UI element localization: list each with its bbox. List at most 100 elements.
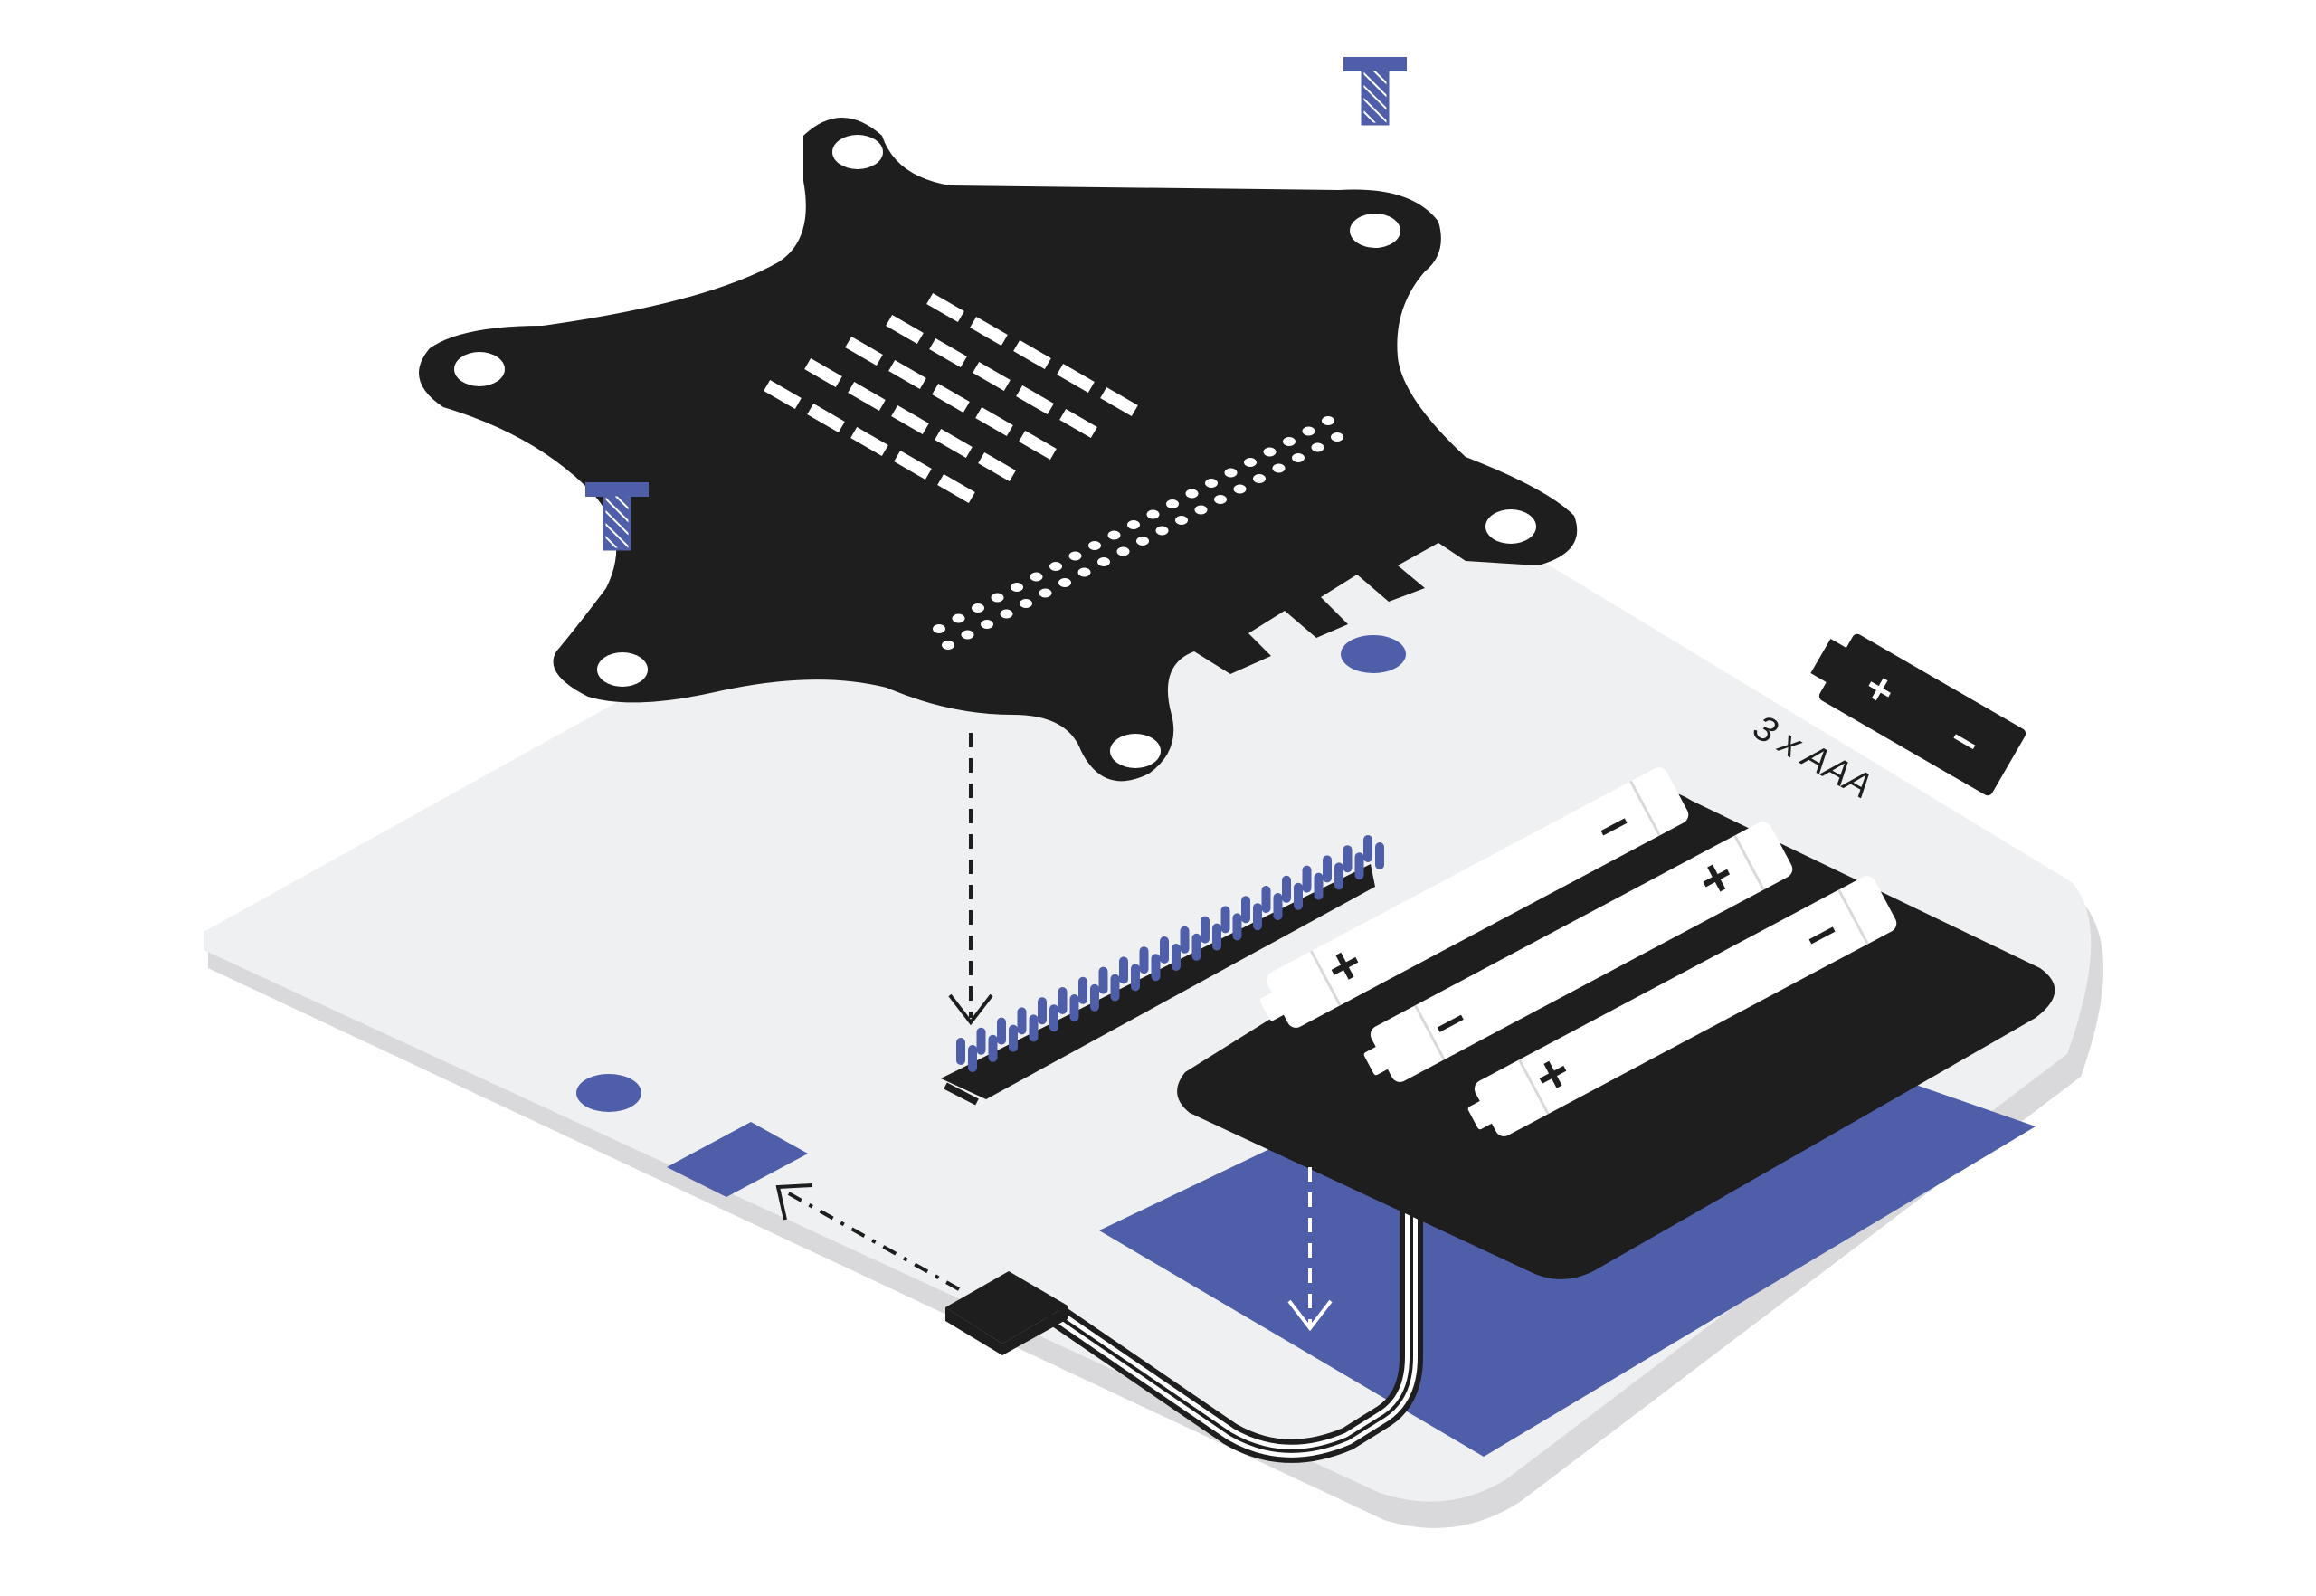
pin-hole — [1127, 520, 1140, 529]
pin-hole — [1049, 562, 1062, 571]
led — [804, 357, 842, 388]
led — [970, 316, 1008, 347]
pin-hole — [1000, 609, 1013, 619]
microbit-board — [419, 118, 1578, 782]
connector-pin — [1058, 987, 1079, 1021]
connector-pin — [976, 1027, 998, 1062]
battery-cable — [1047, 1192, 1423, 1463]
connector-pin — [1160, 936, 1181, 971]
edge-connector — [941, 835, 1384, 1106]
pin-hole — [1311, 442, 1324, 452]
led — [1019, 430, 1057, 461]
pin-hole — [1058, 578, 1071, 587]
pin-hole — [1322, 416, 1334, 425]
led — [937, 473, 975, 504]
pin-hole — [1272, 463, 1286, 473]
pin-hole — [1244, 458, 1257, 467]
led — [845, 336, 883, 366]
power-socket-pad — [667, 1122, 808, 1197]
connector-pin — [1139, 946, 1161, 982]
arrow-holder-to-base — [1287, 1167, 1333, 1332]
led-matrix — [764, 292, 1138, 504]
board-hole — [597, 652, 648, 687]
pin-hole — [1185, 489, 1199, 499]
pin-hole — [1253, 474, 1266, 483]
led — [850, 426, 888, 457]
mounting-hole-marker — [576, 1074, 641, 1112]
led — [888, 359, 926, 390]
pin-hole — [1292, 453, 1305, 462]
pin-hole — [1194, 505, 1208, 515]
led — [894, 450, 932, 480]
pin-hole — [981, 620, 993, 629]
led — [932, 383, 970, 413]
pin-hole — [1136, 537, 1149, 546]
led — [848, 381, 886, 412]
mounting-hole-marker — [1341, 635, 1406, 673]
pin-hole — [972, 603, 984, 613]
led — [1057, 363, 1095, 394]
pin-hole — [1097, 557, 1110, 566]
connector-pin — [956, 1038, 977, 1072]
pin-hole — [1020, 599, 1032, 608]
pin-hole — [1107, 530, 1121, 540]
screw-icon — [585, 482, 649, 551]
connector-pin — [1343, 845, 1364, 880]
connector-pin — [1180, 926, 1201, 961]
connector-pin — [1323, 855, 1343, 890]
arrow-plug-to-socket — [775, 1183, 960, 1291]
board-hole — [1110, 734, 1161, 768]
pin-hole — [1068, 551, 1082, 561]
pin-hole — [952, 613, 965, 623]
aaa-cell: +– — [1259, 767, 1689, 1028]
battery-holder: +––++– — [1177, 767, 2055, 1279]
jst-plug — [945, 1271, 1068, 1355]
pin-hole — [1263, 447, 1277, 457]
pin-hole — [1224, 468, 1238, 478]
pin-hole — [1155, 526, 1169, 536]
led — [807, 403, 845, 433]
pin-hole — [1302, 426, 1315, 436]
connector-pin — [1201, 916, 1221, 951]
pin-hole — [1233, 484, 1247, 494]
led — [1013, 339, 1051, 370]
pin-hole — [1146, 509, 1160, 519]
led — [926, 292, 964, 323]
board-hole — [1485, 509, 1536, 544]
led — [935, 428, 973, 459]
led — [886, 314, 924, 345]
led — [929, 337, 967, 368]
connector-pin — [1119, 956, 1140, 992]
led — [978, 451, 1016, 482]
led — [891, 404, 929, 435]
arrow-board-to-connector — [948, 733, 993, 1026]
pin-hole — [1039, 588, 1052, 598]
connector-pin — [1038, 997, 1058, 1032]
pin-hole — [933, 624, 945, 633]
pin-hole — [1030, 572, 1043, 582]
pin-hole — [1175, 516, 1188, 525]
board-hole — [832, 135, 883, 169]
board-hole — [1350, 214, 1400, 248]
pin-hole — [1283, 437, 1296, 446]
led — [1059, 408, 1097, 439]
connector-pin — [1302, 865, 1324, 900]
connector-pin — [1241, 896, 1262, 931]
pin-hole — [1011, 583, 1023, 592]
pin-hole — [991, 593, 1004, 603]
led — [764, 379, 802, 410]
aaa-cell: +– — [1467, 876, 1897, 1136]
led — [1016, 385, 1054, 415]
screw-icon — [1343, 57, 1407, 126]
connector-pin — [1282, 875, 1303, 910]
led — [975, 406, 1013, 437]
led — [1100, 386, 1138, 417]
pin-hole — [961, 630, 974, 640]
pin-holes — [933, 416, 1343, 650]
pin-hole — [942, 641, 954, 650]
connector-pin — [1363, 835, 1384, 869]
battery-icon: + – — [1810, 633, 2026, 796]
connector-pin — [1017, 1007, 1039, 1042]
pin-hole — [1331, 432, 1343, 442]
